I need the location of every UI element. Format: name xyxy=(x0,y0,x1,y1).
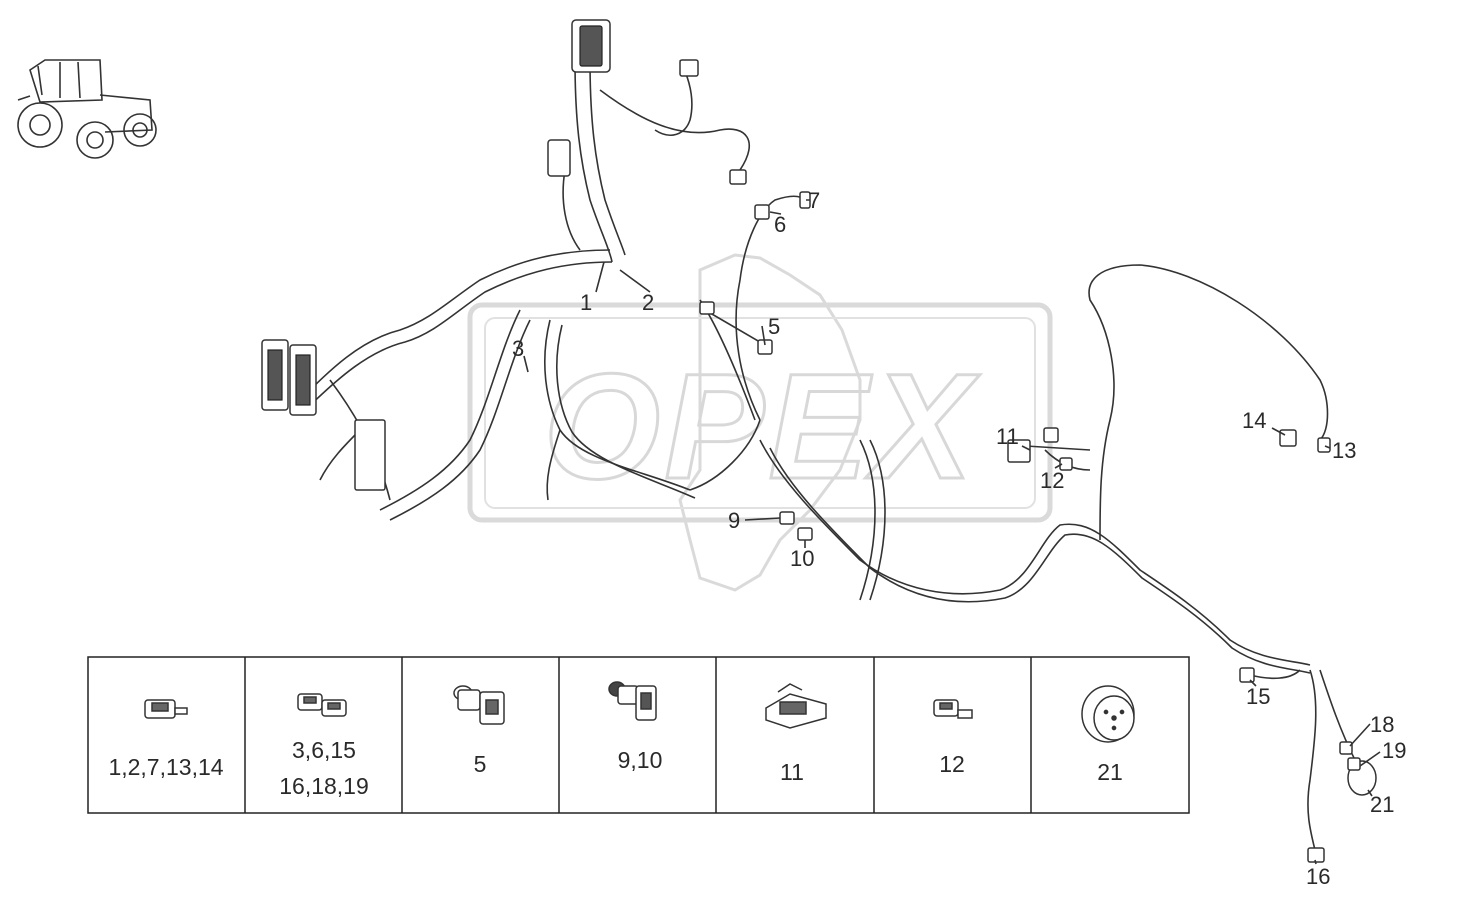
callout-10: 10 xyxy=(790,546,814,571)
callout-11: 11 xyxy=(996,424,1019,449)
legend-cell-3: 5 xyxy=(453,685,505,777)
callout-2: 2 xyxy=(642,290,654,315)
watermark-frame xyxy=(467,302,1053,523)
watermark-logo: OPEX xyxy=(467,253,1053,592)
callout-1: 1 xyxy=(580,290,592,315)
round-sensor-icon xyxy=(1081,685,1135,743)
callout-18: 18 xyxy=(1370,712,1394,737)
double-2pin-connector-icon xyxy=(297,693,347,717)
relay-block xyxy=(354,419,386,491)
callout-labels: 1 2 3 5 6 7 9 10 11 12 13 14 15 16 18 19… xyxy=(512,188,1406,889)
connector-legend-table: 1,2,7,13,14 3,6,15 16,18,19 5 xyxy=(87,656,1190,814)
tractor-icon xyxy=(17,59,157,159)
legend-cell-5: 11 xyxy=(765,683,827,785)
legend-cell-7: 21 xyxy=(1081,685,1135,785)
legend-cell-2-text-line-1: 3,6,15 xyxy=(292,737,356,763)
legend-cell-7-text: 21 xyxy=(1097,759,1123,785)
callout-6: 6 xyxy=(774,212,786,237)
multi-pin-connector-icon xyxy=(765,683,827,729)
legend-cell-2: 3,6,15 16,18,19 xyxy=(279,693,369,799)
callout-15: 15 xyxy=(1246,684,1270,709)
legend-cell-2-text-line-2: 16,18,19 xyxy=(279,773,369,799)
small-2pin-connector-icon xyxy=(144,699,188,719)
callout-13: 13 xyxy=(1332,438,1356,463)
callout-16: 16 xyxy=(1306,864,1330,889)
watermark-gear-icon xyxy=(678,253,862,592)
legend-cell-4: 9,10 xyxy=(608,681,663,773)
harness-wires xyxy=(299,59,1356,851)
callout-9: 9 xyxy=(728,508,740,533)
legend-cell-6: 12 xyxy=(933,699,973,777)
sealed-connector-icon xyxy=(608,681,657,721)
legend-frame xyxy=(87,656,1190,814)
connector-top-left xyxy=(547,139,571,177)
watermark-frame-inner xyxy=(484,317,1036,509)
inline-connector-icon xyxy=(933,699,973,719)
callout-5: 5 xyxy=(768,314,780,339)
callout-12: 12 xyxy=(1040,468,1064,493)
callout-19: 19 xyxy=(1382,738,1406,763)
callout-3: 3 xyxy=(512,336,524,361)
legend-cell-1: 1,2,7,13,14 xyxy=(108,699,224,780)
watermark-text: OPEX xyxy=(544,342,981,510)
callout-21: 21 xyxy=(1370,792,1394,817)
legend-cell-6-text: 12 xyxy=(939,751,965,777)
right-angle-connector-icon xyxy=(453,685,505,725)
legend-cell-3-text: 5 xyxy=(474,751,487,777)
legend-cell-4-text: 9,10 xyxy=(618,747,663,773)
callout-14: 14 xyxy=(1242,408,1266,433)
legend-cell-1-text: 1,2,7,13,14 xyxy=(108,754,223,780)
callout-7: 7 xyxy=(808,188,820,213)
legend-cell-5-text: 11 xyxy=(780,759,804,785)
